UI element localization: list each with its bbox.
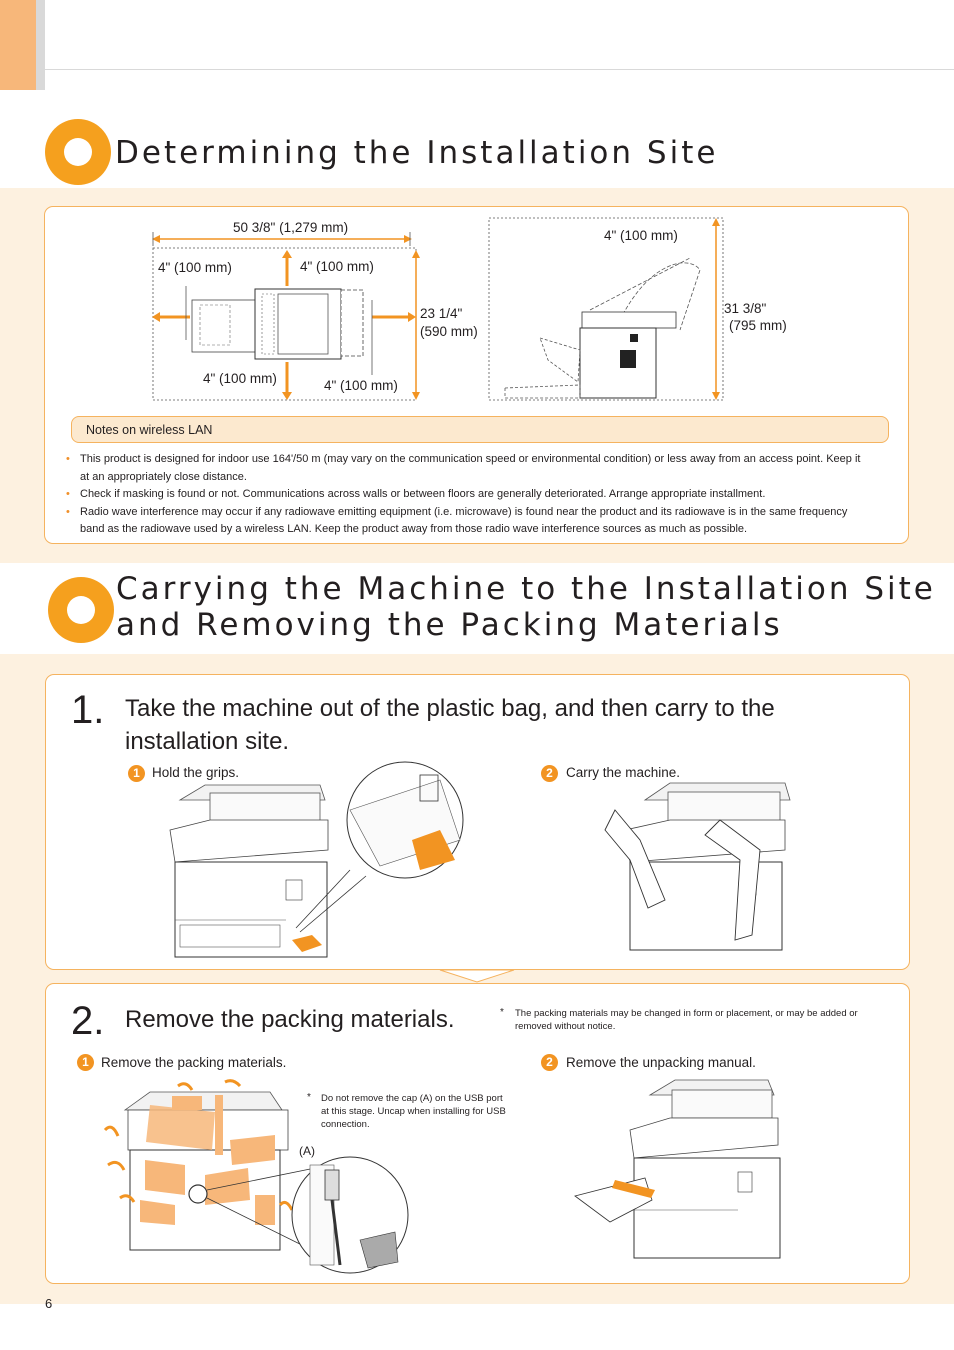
section-title-line-1: Carrying the Machine to the Installation… (116, 571, 936, 607)
list-item: Radio wave interference may occur if any… (66, 504, 866, 539)
list-item: Check if masking is found or not. Commun… (66, 486, 866, 504)
height-dimension-mm: (795 mm) (729, 318, 787, 333)
page-tab (0, 0, 36, 90)
depth-dimension-label: 23 1/4" (420, 306, 463, 321)
side-top-clearance-label: 4" (100 mm) (604, 228, 678, 243)
step-badge: 2 (541, 1054, 558, 1071)
step-2-note: The packing materials may be changed in … (515, 1008, 858, 1032)
left-clearance-label: 4" (100 mm) (158, 260, 232, 275)
step-2-note-asterisk: * (500, 1007, 504, 1018)
list-item: This product is designed for indoor use … (66, 451, 866, 486)
step-1-sub-1: Hold the grips. (152, 765, 240, 780)
height-dimension-label: 31 3/8" (724, 301, 767, 316)
step-badge: 1 (128, 765, 145, 782)
step-1-number: 1. (71, 688, 105, 732)
step-badge: 1 (77, 1054, 94, 1071)
step-2-sub-2: Remove the unpacking manual. (566, 1055, 756, 1070)
page-tab-edge (36, 0, 45, 90)
step-badge: 2 (541, 765, 558, 782)
usb-cap-note: Do not remove the cap (A) on the USB por… (321, 1093, 506, 1130)
bottom-right-clearance-label: 4" (100 mm) (324, 378, 398, 393)
width-dimension-label: 50 3/8" (1,279 mm) (233, 220, 349, 235)
step-2-sub-1: Remove the packing materials. (101, 1055, 287, 1070)
section-title-line-2: and Removing the Packing Materials (116, 607, 783, 643)
step-1-title: Take the machine out of the plastic bag,… (125, 695, 775, 755)
cap-label: (A) (299, 1144, 315, 1158)
page-number: 6 (45, 1296, 53, 1311)
notes-heading-bar: Notes on wireless LAN (71, 416, 889, 443)
section-bullet-icon (48, 577, 114, 643)
notes-heading: Notes on wireless LAN (86, 423, 213, 437)
step-2-title: Remove the packing materials. (125, 1006, 455, 1033)
header-rule (45, 69, 954, 70)
step-2-number: 2. (71, 999, 105, 1043)
section-bullet-icon (45, 119, 111, 185)
step-1-sub-2: Carry the machine. (566, 765, 681, 780)
usb-note-asterisk: * (307, 1092, 311, 1103)
notes-list: This product is designed for indoor use … (66, 451, 866, 539)
depth-dimension-mm: (590 mm) (420, 324, 478, 339)
top-clearance-label: 4" (100 mm) (300, 259, 374, 274)
bottom-left-clearance-label: 4" (100 mm) (203, 371, 277, 386)
section-title: Determining the Installation Site (115, 135, 719, 171)
